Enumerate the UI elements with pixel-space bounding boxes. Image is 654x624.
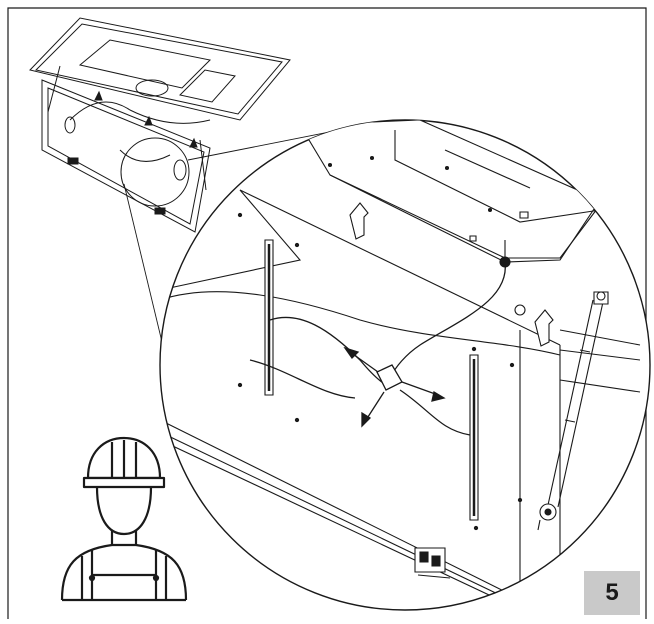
cable-direction-arrows — [345, 348, 444, 426]
technician-installer-icon — [62, 438, 186, 600]
step-number-badge: 5 — [584, 571, 640, 615]
step-number-text: 5 — [605, 579, 619, 606]
bottom-latch — [415, 548, 450, 578]
hood-overview-drawing — [30, 18, 290, 232]
gas-strut — [538, 292, 608, 530]
page-frame — [8, 8, 646, 619]
magnified-detail — [160, 120, 650, 619]
